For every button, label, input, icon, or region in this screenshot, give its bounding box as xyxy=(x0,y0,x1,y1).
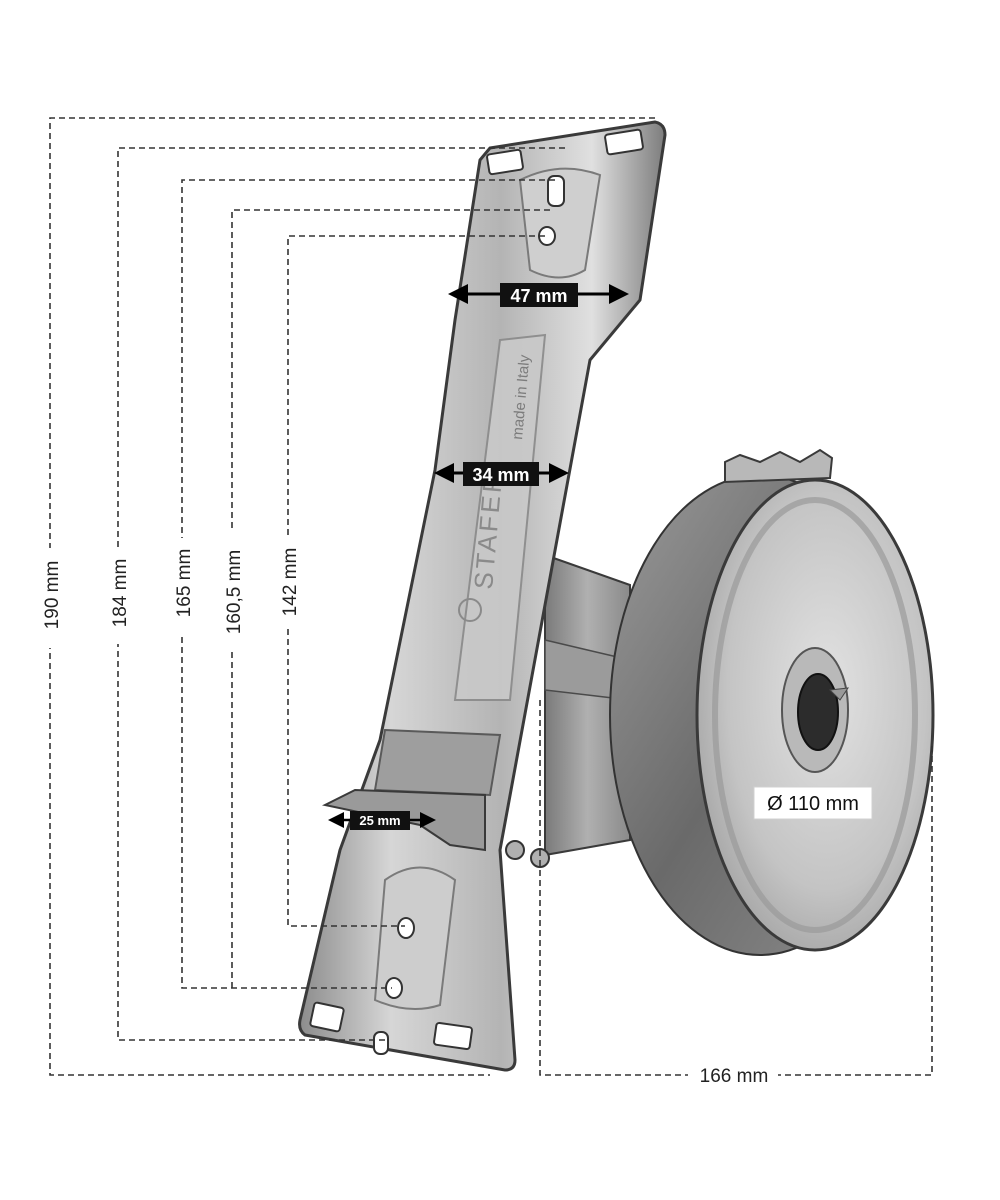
top-slot-hole xyxy=(547,175,565,207)
drum-top-clip xyxy=(724,448,834,484)
drum-mount-box xyxy=(544,553,631,857)
width-47-tag xyxy=(500,283,578,307)
dim-label-165: 165 mm xyxy=(174,549,195,618)
bottom-notch xyxy=(373,1031,389,1055)
width-34-label: 34 mm xyxy=(472,465,529,485)
diameter-callout: Ø 110 mm xyxy=(753,786,873,820)
top-hole-right xyxy=(604,128,644,156)
dim-line-165 xyxy=(181,179,555,989)
width-25-tag xyxy=(350,811,410,830)
top-hole-left xyxy=(486,148,524,176)
bottom-hole-left xyxy=(309,1001,345,1033)
brand-logo-icon xyxy=(458,598,482,622)
width-34-arrow: 34 mm xyxy=(434,462,569,486)
rivet-1 xyxy=(505,840,525,860)
width-25-arrow: 25 mm xyxy=(328,811,436,830)
width-34-tag xyxy=(463,462,539,486)
dim-line-160-5 xyxy=(231,209,550,988)
bottom-hole-right xyxy=(433,1021,473,1051)
dim-label-142: 142 mm xyxy=(280,548,301,617)
mounting-plate: made in Italy STAFER xyxy=(298,120,667,1072)
bottom-u-recess xyxy=(373,866,457,1010)
width-47-arrow: 47 mm xyxy=(448,283,629,307)
rivet-2 xyxy=(530,848,550,868)
width-25-label: 25 mm xyxy=(359,813,400,828)
dim-label-190: 190 mm xyxy=(42,561,63,630)
bottom-round-hole-1 xyxy=(397,917,415,939)
diameter-label: Ø 110 mm xyxy=(767,793,859,815)
dimension-label-masks xyxy=(38,532,778,1086)
width-47-label: 47 mm xyxy=(510,286,567,306)
dim-label-160-5: 160,5 mm xyxy=(224,550,245,634)
bottom-round-hole-2 xyxy=(385,977,403,999)
lower-recess xyxy=(373,728,502,797)
dim-label-166: 166 mm xyxy=(700,1066,769,1087)
diameter-label-box xyxy=(753,786,873,820)
dim-label-184: 184 mm xyxy=(110,559,131,628)
top-u-slot xyxy=(518,167,602,279)
plate-rib xyxy=(453,333,547,701)
spring-drum xyxy=(544,448,935,956)
